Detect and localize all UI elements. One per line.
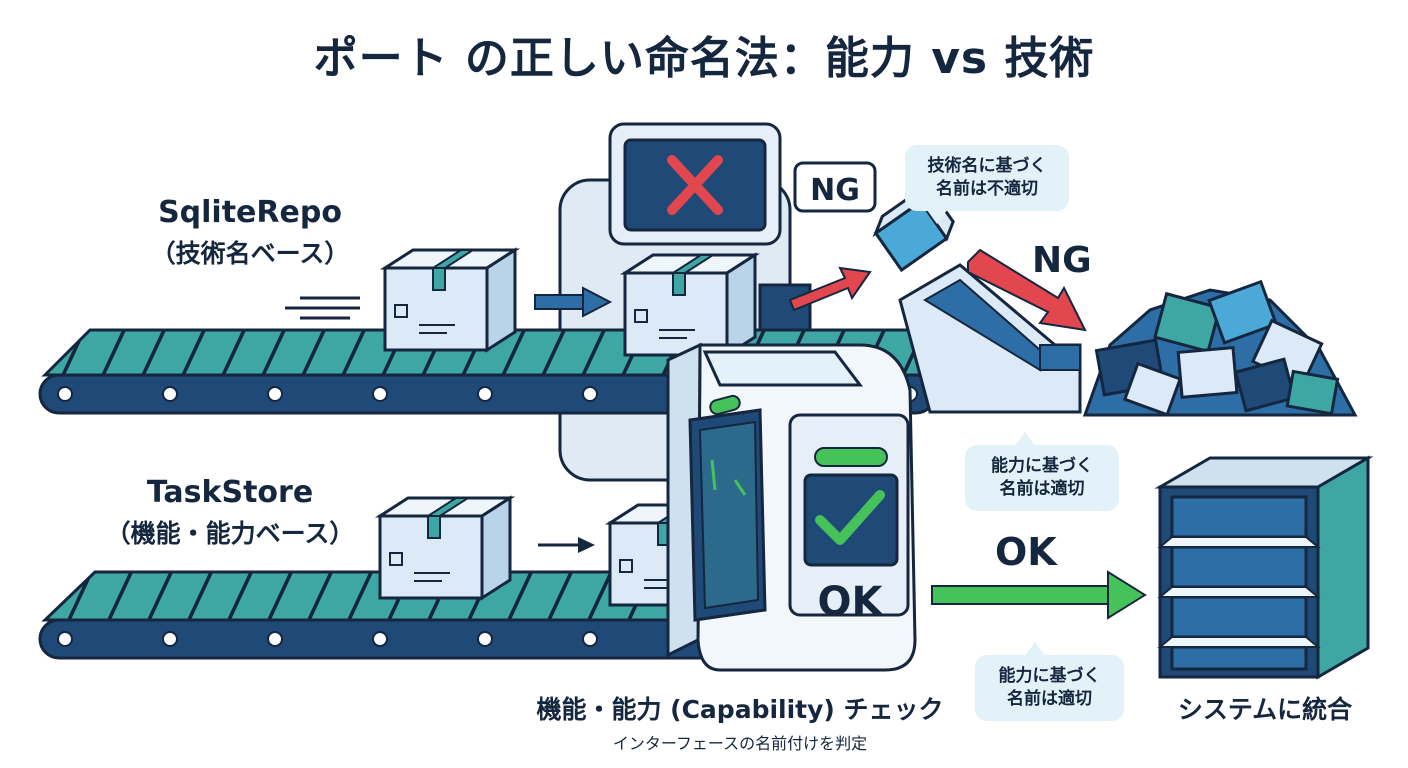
ng-chute: [898, 263, 1082, 414]
ng-arrow-to-scrap: [967, 248, 1087, 332]
top-box-1: [383, 248, 517, 352]
ok-machine-text: OK: [818, 579, 885, 625]
bottom-lane-label: TaskStore （機能・能力ベース）: [80, 475, 380, 550]
ok-machine: OK: [666, 342, 917, 672]
ok-reason-bubble-lower: 能力に基づく 名前は適切: [975, 642, 1124, 721]
top-lane-name: SqliteRepo: [158, 195, 342, 230]
arrow-bottom-right: [538, 537, 595, 553]
ok-arrow-to-shelf: [931, 570, 1147, 620]
bottom-lane-name: TaskStore: [146, 475, 314, 510]
arrow-top-right: [534, 286, 613, 318]
bottom-box-1: [378, 496, 512, 600]
integrate-label: システムに統合: [1177, 695, 1353, 724]
ng-sign: [793, 161, 877, 213]
top-lane-sub: （技術名ベース）: [150, 239, 350, 268]
cross-mark-icon: [667, 155, 723, 215]
page-title: ポート の正しい命名法：能力 vs 技術: [313, 33, 1095, 84]
shelf-icon: [1154, 455, 1374, 680]
check-mark-icon: [815, 490, 885, 545]
top-lane-label: SqliteRepo （技術名ベース）: [115, 195, 385, 270]
check-title: 機能・能力 (Capability) チェック: [536, 695, 944, 724]
ng-reject-arrow: [788, 266, 872, 312]
speed-lines: [285, 296, 360, 320]
ng-reason-bubble: 技術名に基づく 名前は不適切: [905, 145, 1069, 224]
ok-label: OK: [995, 530, 1057, 574]
ng-sign-text: NG: [810, 173, 860, 208]
ng-label: NG: [1032, 240, 1092, 281]
check-subtitle: インターフェースの名前付けを判定: [612, 734, 868, 753]
bottom-lane-sub: （機能・能力ベース）: [105, 519, 355, 548]
ok-reason-bubble-upper: 能力に基づく 名前は適切: [965, 432, 1119, 511]
top-box-in-machine: [623, 253, 757, 357]
scrap-pile-icon: [1082, 279, 1358, 417]
